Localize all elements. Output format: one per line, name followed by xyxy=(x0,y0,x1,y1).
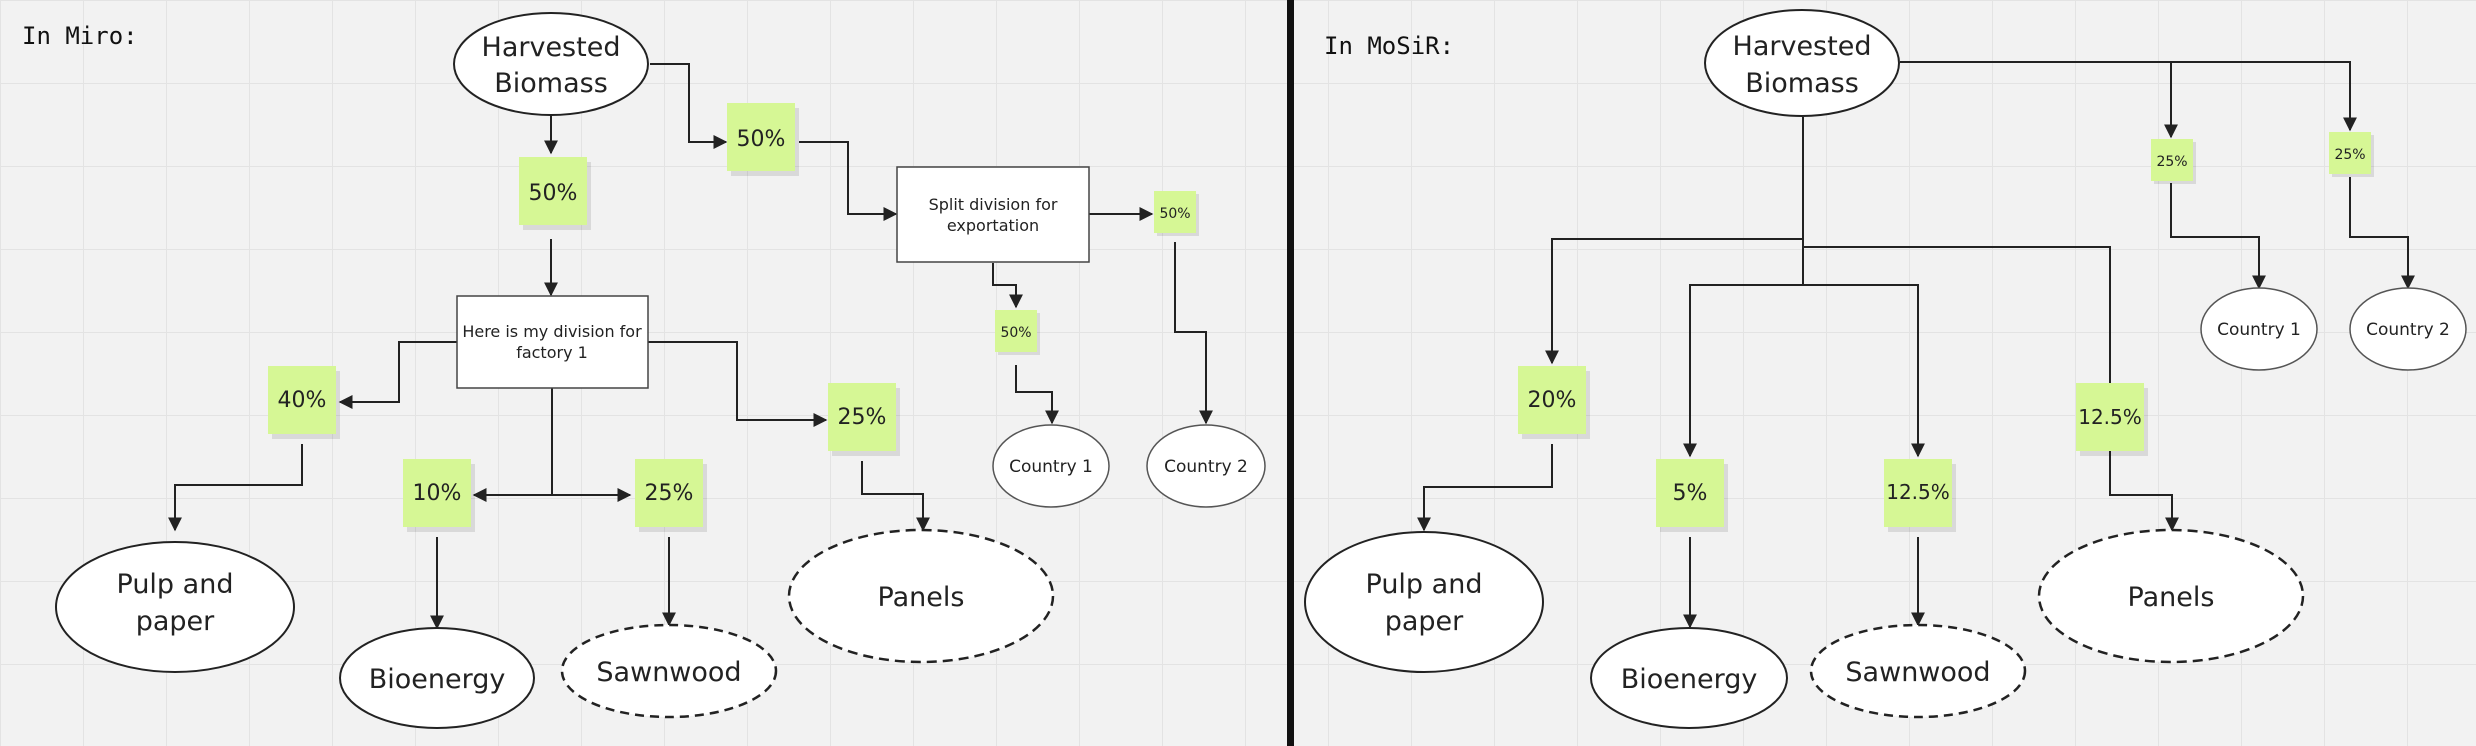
miro-bioenergy-label: Bioenergy xyxy=(369,664,506,695)
miro-pulp-label-1: Pulp and xyxy=(117,569,234,600)
miro-sticky-pulp-label: 40% xyxy=(278,388,327,413)
miro-country1[interactable]: Country 1 xyxy=(992,424,1110,508)
miro-bioenergy-node[interactable]: Bioenergy xyxy=(339,627,535,729)
miro-division-box-label-2: factory 1 xyxy=(516,343,588,362)
miro-pulp-label-2: paper xyxy=(136,606,215,637)
mosir-pulp-label-1: Pulp and xyxy=(1366,569,1483,600)
miro-country2-label: Country 2 xyxy=(1164,457,1248,477)
mosir-sticky-bio-label: 5% xyxy=(1673,481,1708,506)
miro-country2[interactable]: Country 2 xyxy=(1146,424,1266,508)
miro-sticky-c1-label: 50% xyxy=(1000,325,1031,341)
mosir-panel-title: In MoSiR: xyxy=(1324,32,1454,60)
mosir-sticky-saw-label: 12.5% xyxy=(1886,480,1950,504)
mosir-sawnwood-label: Sawnwood xyxy=(1845,657,1990,688)
edge-division-to-bio-sticky xyxy=(472,388,553,502)
mosir-sawnwood-node[interactable]: Sawnwood xyxy=(1809,623,2027,719)
mosir-sticky-saw[interactable]: 12.5% xyxy=(1884,459,1956,532)
mosir-sticky-panels-label: 12.5% xyxy=(2078,405,2142,429)
edge-mosir-c2-sticky-to-country2 xyxy=(2349,177,2415,290)
mosir-bioenergy-node[interactable]: Bioenergy xyxy=(1590,627,1788,729)
miro-sticky-bio[interactable]: 10% xyxy=(403,459,475,532)
miro-split-box[interactable]: Split division for exportation xyxy=(896,166,1090,263)
edge-mosir-c1-sticky-to-country1 xyxy=(2170,183,2266,290)
miro-division-box[interactable]: Here is my division for factory 1 xyxy=(456,295,649,389)
edge-root-to-export xyxy=(650,63,728,149)
miro-sticky-bio-label: 10% xyxy=(413,481,462,506)
miro-split-box-label-2: exportation xyxy=(947,216,1039,235)
miro-sticky-c2-label: 50% xyxy=(1159,206,1190,222)
miro-sticky-export-label: 50% xyxy=(737,127,786,152)
edge-c2-sticky-to-country2 xyxy=(1174,242,1213,425)
miro-root-node[interactable]: Harvested Biomass xyxy=(453,12,649,116)
edge-mosir-pulp-sticky-to-pulp xyxy=(1417,444,1553,532)
miro-sticky-panels-label: 25% xyxy=(838,405,887,430)
edge-mosir-panels-sticky-to-panels xyxy=(2109,451,2179,532)
edge-division-to-panels-sticky xyxy=(648,341,828,427)
edge-export-to-split xyxy=(799,141,898,221)
mosir-panels-node[interactable]: Panels xyxy=(2037,528,2305,664)
edge-division-to-pulp-sticky xyxy=(338,341,457,409)
mosir-country1[interactable]: Country 1 xyxy=(2200,287,2318,371)
mosir-sticky-bio[interactable]: 5% xyxy=(1656,459,1728,532)
mosir-sticky-pulp[interactable]: 20% xyxy=(1518,366,1590,439)
mosir-bioenergy-label: Bioenergy xyxy=(1621,664,1758,695)
miro-sticky-pulp[interactable]: 40% xyxy=(268,366,340,439)
miro-edges xyxy=(168,63,1213,630)
miro-panels-label: Panels xyxy=(878,582,965,613)
mosir-root-label-1: Harvested xyxy=(1733,31,1872,62)
miro-sticky-c1[interactable]: 50% xyxy=(995,310,1040,355)
miro-panel-title: In Miro: xyxy=(22,22,138,50)
mosir-sticky-pulp-label: 20% xyxy=(1528,388,1577,413)
miro-sticky-domestic-label: 50% xyxy=(529,181,578,206)
miro-sticky-domestic[interactable]: 50% xyxy=(519,157,591,230)
miro-pulp-node[interactable]: Pulp and paper xyxy=(55,541,295,673)
edge-mosir-root-to-c2-sticky xyxy=(1900,61,2357,132)
mosir-root-node[interactable]: Harvested Biomass xyxy=(1704,9,1900,117)
mosir-sticky-c1-label: 25% xyxy=(2156,154,2187,170)
edge-panels-sticky-to-panels xyxy=(861,461,930,532)
mosir-panels-label: Panels xyxy=(2128,582,2215,613)
mosir-country1-label: Country 1 xyxy=(2217,320,2301,340)
miro-country1-label: Country 1 xyxy=(1009,457,1093,477)
mosir-pulp-node[interactable]: Pulp and paper xyxy=(1304,531,1544,673)
miro-panels-node[interactable]: Panels xyxy=(787,528,1055,664)
mosir-edges xyxy=(1417,61,2415,629)
panel-divider xyxy=(1287,0,1294,746)
miro-division-box-label-1: Here is my division for xyxy=(462,322,642,341)
mosir-sticky-c2[interactable]: 25% xyxy=(2329,132,2374,177)
miro-root-label-1: Harvested xyxy=(482,32,621,63)
miro-sawnwood-node[interactable]: Sawnwood xyxy=(560,623,778,719)
mosir-root-label-2: Biomass xyxy=(1745,68,1859,99)
edge-split-to-c1-sticky xyxy=(992,263,1023,309)
miro-sawnwood-label: Sawnwood xyxy=(596,657,741,688)
mosir-country2-label: Country 2 xyxy=(2366,320,2450,340)
edge-pulp-sticky-to-pulp xyxy=(168,444,303,532)
mosir-sticky-panels[interactable]: 12.5% xyxy=(2076,383,2148,456)
miro-sticky-c2[interactable]: 50% xyxy=(1154,191,1199,236)
edge-mosir-root-to-saw-sticky xyxy=(1803,284,1925,458)
edge-c1-sticky-to-country1 xyxy=(1015,365,1059,425)
miro-split-box-label-1: Split division for xyxy=(929,195,1058,214)
miro-sticky-panels[interactable]: 25% xyxy=(828,383,900,456)
mosir-sticky-c1[interactable]: 25% xyxy=(2151,139,2196,184)
miro-sticky-saw-label: 25% xyxy=(645,481,694,506)
edge-mosir-root-to-panels-sticky xyxy=(1803,246,2117,405)
mosir-sticky-c2-label: 25% xyxy=(2334,147,2365,163)
miro-root-label-2: Biomass xyxy=(494,68,608,99)
miro-sticky-export[interactable]: 50% xyxy=(727,103,799,176)
edge-mosir-root-to-pulp-sticky xyxy=(1545,238,1803,365)
mosir-pulp-label-2: paper xyxy=(1385,606,1464,637)
miro-sticky-saw[interactable]: 25% xyxy=(635,459,707,532)
mosir-country2[interactable]: Country 2 xyxy=(2349,287,2467,371)
edge-mosir-root-to-bio-sticky xyxy=(1683,284,1803,458)
